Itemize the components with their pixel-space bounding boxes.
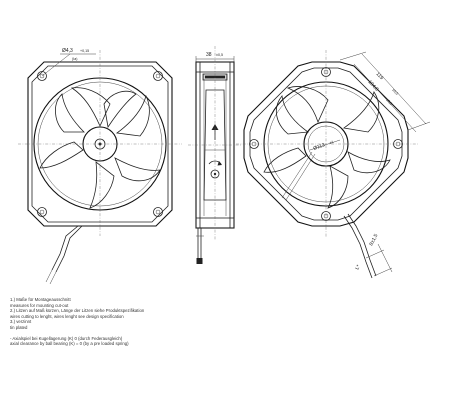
front-frame-outline (27, 61, 173, 227)
note-line: tin plated (10, 324, 28, 330)
note-line: measures for mounting cut-out (10, 302, 69, 308)
hub-diameter-tolerance: ±1 (329, 140, 334, 145)
side-lead-wires (196, 228, 204, 264)
airflow-direction-arrow (211, 124, 219, 140)
rear-view: Ø113 ±1 119 ±0,5 104,8 ±0,3 8±1,5 L* (236, 50, 431, 279)
rear-support-spokes (281, 151, 316, 201)
wire-strip-length-label: 8±1,5 (368, 233, 379, 247)
diagonal-outer-label: 119 (375, 71, 385, 81)
note-line: axial clearance by ball bearing (K) = 0 … (10, 341, 129, 347)
rear-hole-top (321, 67, 331, 77)
mounting-hole-top-left (37, 71, 47, 81)
depth-dimension-tolerance: ±0,5 (216, 53, 223, 57)
rear-impeller-blades (263, 86, 391, 209)
front-view: Ø4,3 +0,15 (Ia) (18, 48, 182, 285)
rear-diagonal-dimensions: 119 ±0,5 104,8 ±0,3 (339, 51, 431, 133)
wire-length-label: L* (354, 264, 362, 271)
side-view: 38 ±0,5 (188, 46, 242, 264)
front-impeller-blades (39, 87, 161, 209)
depth-dimension-label: 38 (206, 52, 212, 58)
diagonal-inner-tolerance: ±0,3 (385, 98, 393, 106)
rear-frame-outline (243, 61, 409, 227)
rotation-direction-arrow (208, 160, 222, 166)
note-line: 3.) verzinnt (10, 319, 32, 325)
front-mounting-holes (37, 71, 163, 217)
hole-diameter-tolerance: +0,15 (80, 49, 89, 53)
mounting-hole-top-right (153, 71, 163, 81)
mounting-hole-bottom-right (153, 207, 163, 217)
note-line: wires cutting to lenght, wires lenght se… (10, 313, 124, 319)
hole-diameter-label: Ø4,3 (62, 48, 73, 54)
hole-note-marker: (Ia) (72, 57, 77, 61)
hub-diameter-label: Ø113 (313, 142, 326, 152)
rear-lead-wires: 8±1,5 L* (343, 213, 393, 279)
drawing-notes: 1.) Maße für Montageausschnitt measures … (10, 297, 240, 347)
diagonal-outer-tolerance: ±0,5 (391, 88, 399, 96)
rear-frame-inner-outline (249, 67, 403, 221)
mounting-hole-bottom-left (37, 207, 47, 217)
note-line: - Axialspiel bei Kugellagerung (K) 0 (du… (10, 335, 123, 341)
note-line: 2.) Litzen auf Maß kürzen, Länge der Lit… (10, 308, 145, 314)
note-line: 1.) Maße für Montageausschnitt (10, 297, 71, 302)
front-lead-wires (45, 225, 83, 285)
